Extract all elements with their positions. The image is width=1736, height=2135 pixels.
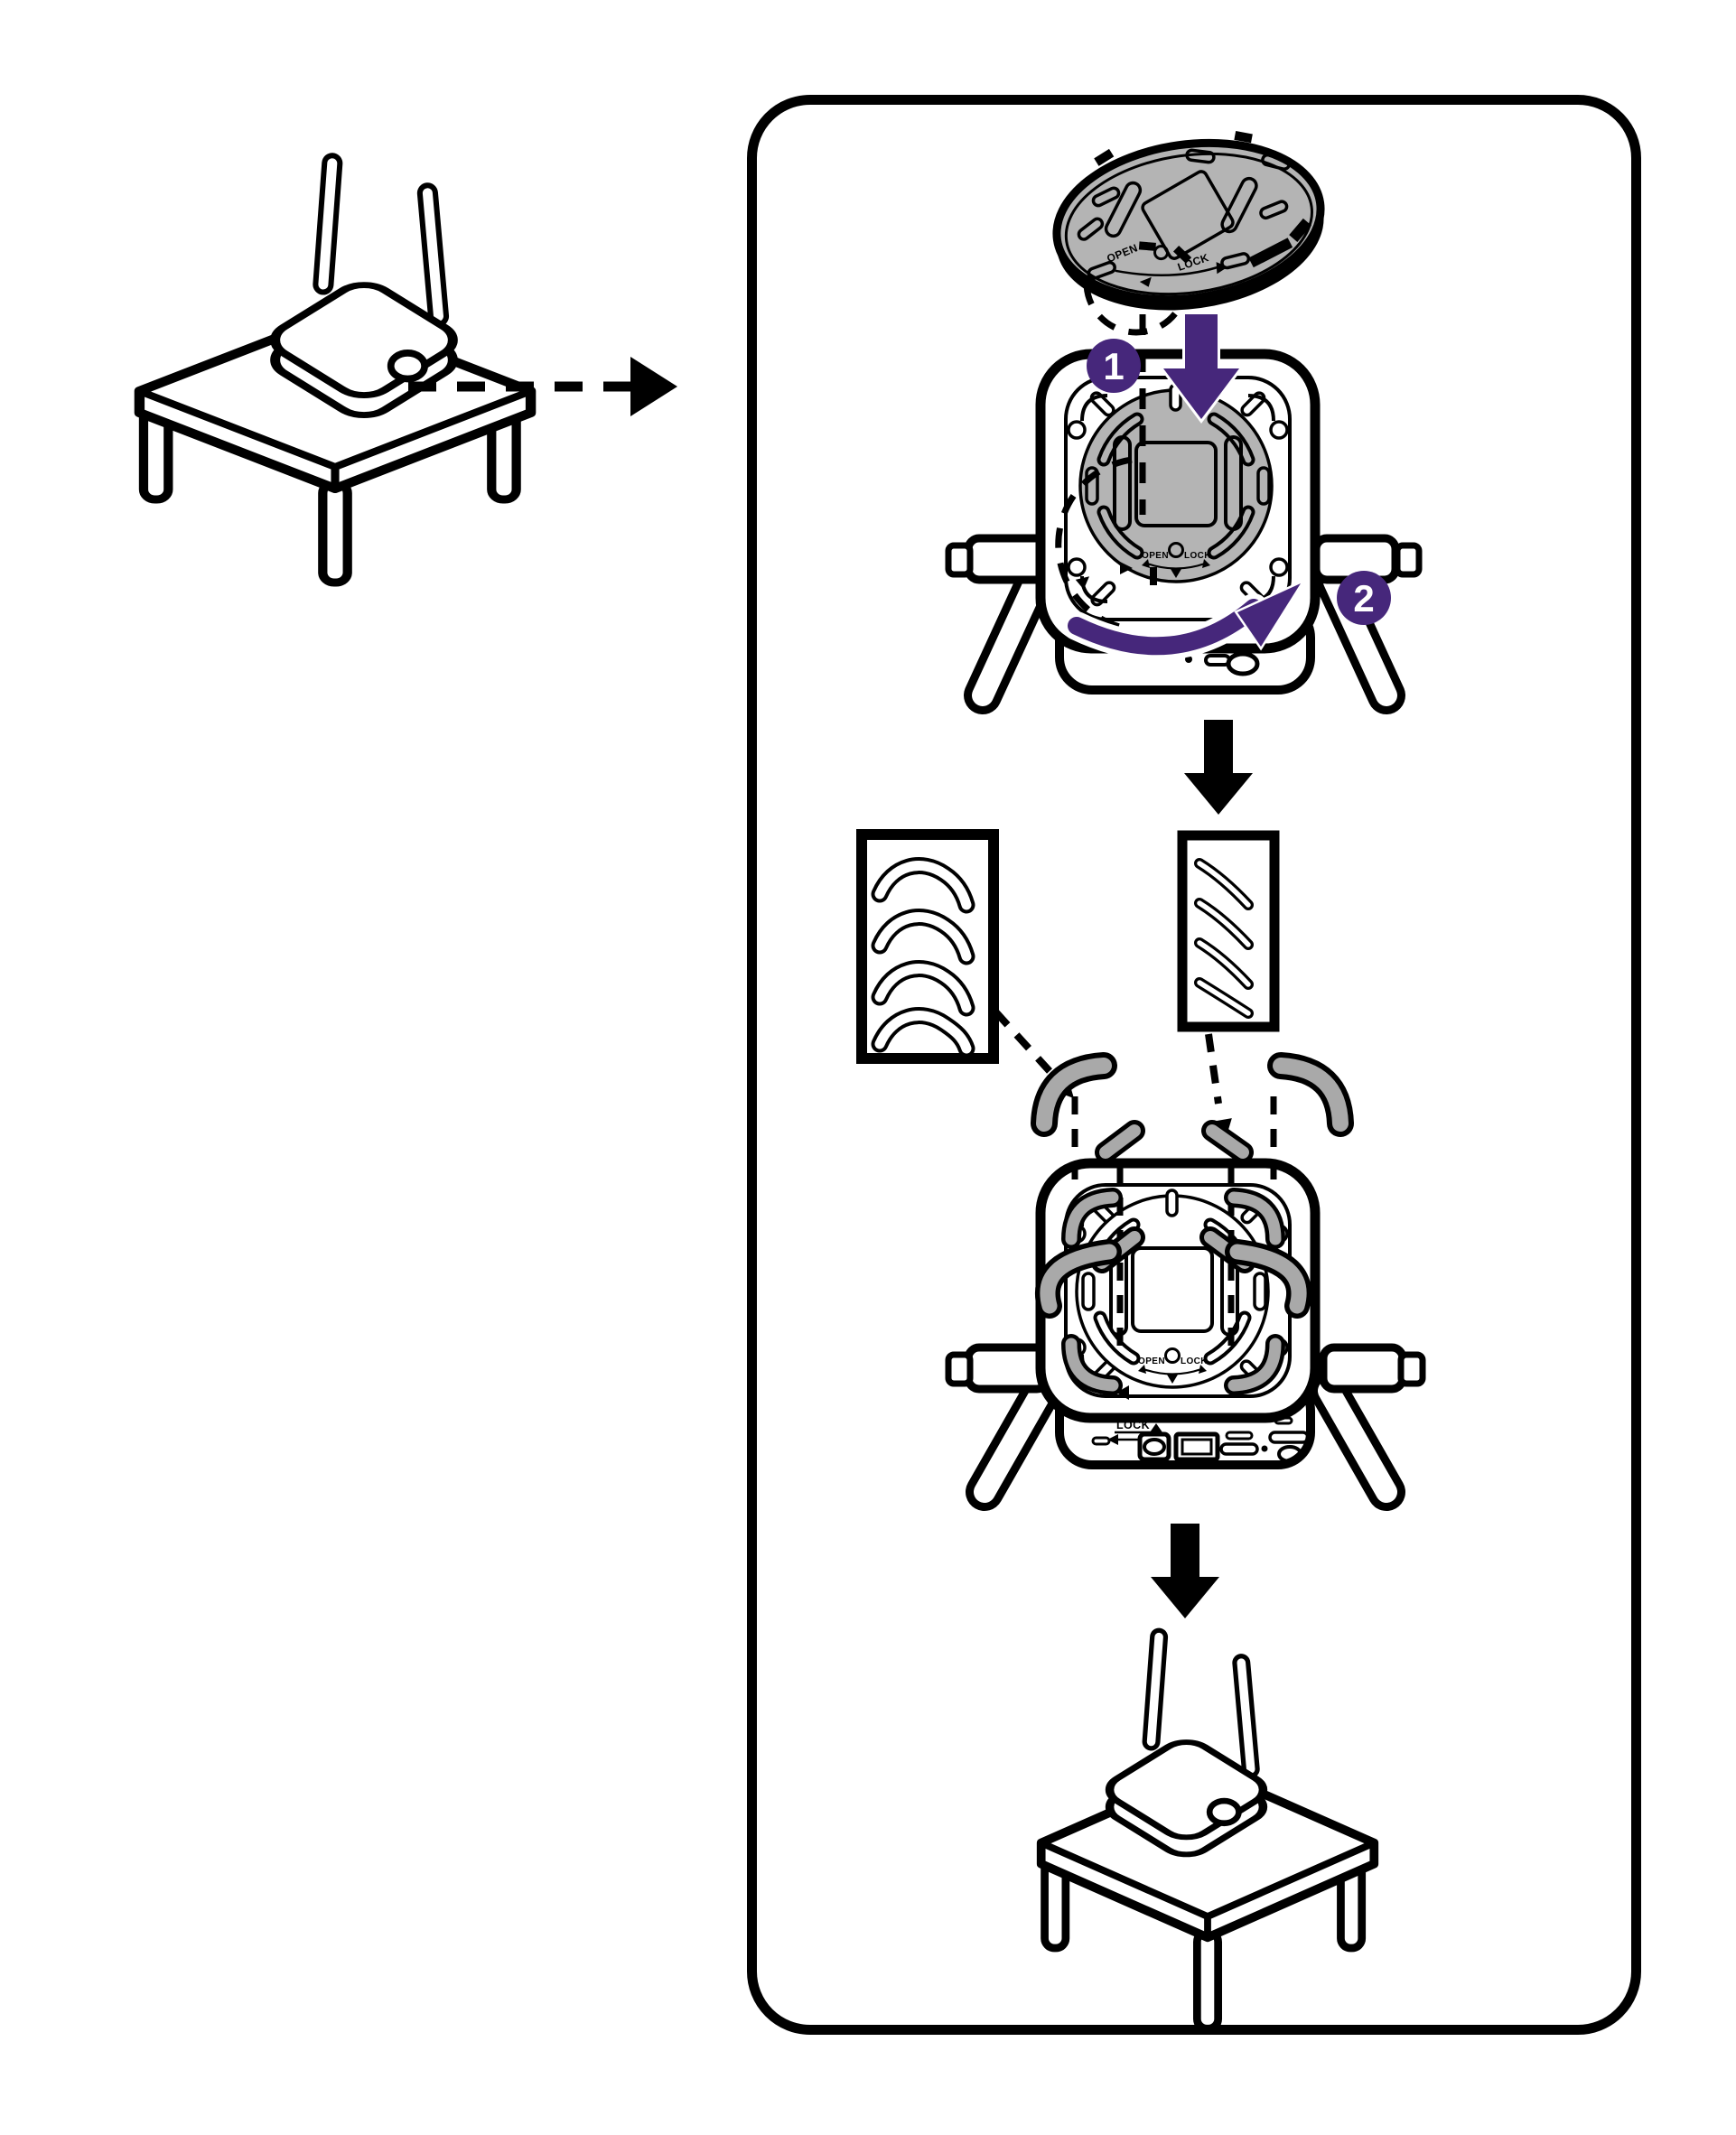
rear-lock-label: LOCK: [1116, 1419, 1150, 1431]
antenna-left-folded-icon: [945, 534, 1054, 714]
reset-dot-icon: [1261, 1445, 1268, 1452]
step1-down-arrow-icon: [1158, 312, 1245, 424]
bracket-lock-label: LOCK: [1181, 1357, 1208, 1366]
next-step-arrow-icon: [1184, 720, 1253, 815]
bracket-lock-label: LOCK: [1184, 551, 1211, 561]
bracket-open-label: OPEN: [1138, 1357, 1165, 1366]
floating-corner-pad-right-icon: [1267, 1052, 1354, 1137]
dashed-connector-arrow-icon: [408, 357, 677, 416]
step1-group: OPEN LOCK 1: [1052, 131, 1325, 515]
pad-shapes-large: [871, 857, 975, 1058]
rear-ports-row: LOCK: [1091, 1416, 1310, 1463]
pad-drop-dashed-lines: [1071, 1096, 1277, 1348]
antenna-right-folded-icon: [1310, 1343, 1426, 1511]
device-on-table-after-icon: [1005, 1617, 1439, 2041]
installed-corner-pads: [1035, 1120, 1311, 1395]
power-port-icon: [1137, 1431, 1171, 1462]
bracket-open-label: OPEN: [1142, 551, 1169, 561]
step2-badge: 2: [1337, 571, 1391, 625]
corner-pads-pack-large-icon: [856, 829, 999, 1064]
mounting-bracket-on-device-icon: OPEN LOCK: [1078, 383, 1274, 585]
corner-pads-pack-small-icon: [1177, 830, 1280, 1032]
step1-badge: 1: [1087, 339, 1141, 393]
alignment-dashes-on-device: [1055, 456, 1133, 633]
step2-badge-number: 2: [1353, 577, 1374, 620]
instruction-panel: [747, 95, 1641, 2035]
next-step-arrow-icon: [1151, 1524, 1219, 1618]
rotate-arrow-icon: [1062, 578, 1307, 661]
step1-badge-number: 1: [1103, 345, 1124, 387]
floating-corner-pad-left-icon: [1031, 1052, 1117, 1137]
device-bottom-step3-icon: OPEN LOCK: [945, 1052, 1426, 1511]
pad-shapes-small: [1194, 858, 1254, 1019]
device-bottom-step2-icon: OPEN LOCK 2: [945, 349, 1423, 714]
lock-direction-arrow-icon: [1107, 1434, 1118, 1445]
up-triangle-icon: [1150, 1423, 1162, 1432]
ethernet-port-icon: [1173, 1431, 1220, 1462]
mounting-bracket-icon: OPEN LOCK: [1052, 131, 1325, 311]
antenna-left-folded-icon: [945, 1343, 1061, 1511]
